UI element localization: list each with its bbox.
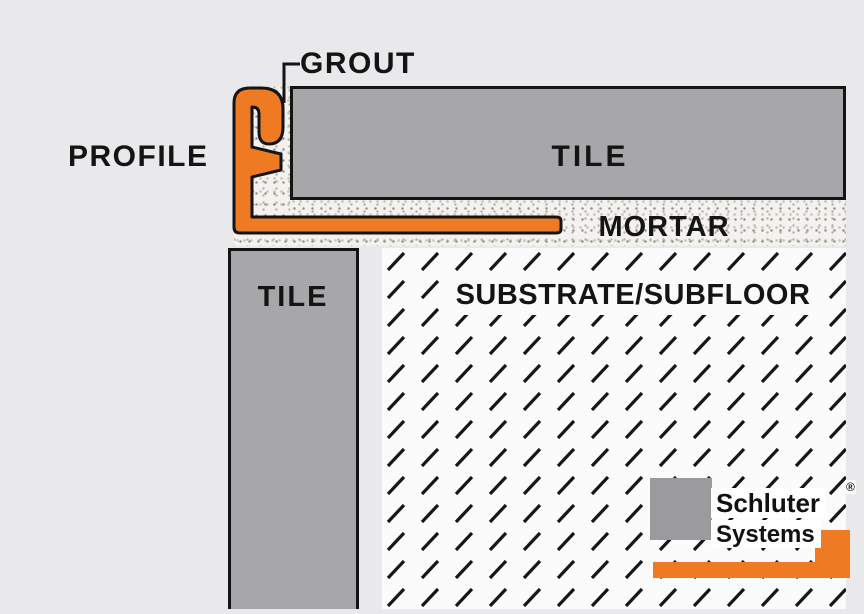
logo-registered-mark: ® bbox=[845, 480, 856, 494]
grout-label: GROUT bbox=[300, 47, 416, 80]
tile-top-label: TILE bbox=[551, 140, 629, 173]
profile-label: PROFILE bbox=[68, 140, 209, 173]
tile-left-label: TILE bbox=[257, 281, 329, 313]
logo-brand-line1: Schluter bbox=[711, 488, 827, 519]
logo-orange-angle-horizontal bbox=[653, 562, 850, 578]
mortar-band bbox=[234, 200, 846, 246]
tile-left bbox=[228, 248, 359, 609]
logo-brand-line2: Systems bbox=[711, 520, 821, 549]
grout-joint bbox=[250, 86, 290, 218]
substrate-label: SUBSTRATE/SUBFLOOR bbox=[445, 276, 821, 315]
mortar-label: MORTAR bbox=[598, 211, 730, 243]
schluter-systems-logo: Schluter Systems ® bbox=[645, 470, 863, 592]
logo-gray-square bbox=[650, 478, 712, 540]
